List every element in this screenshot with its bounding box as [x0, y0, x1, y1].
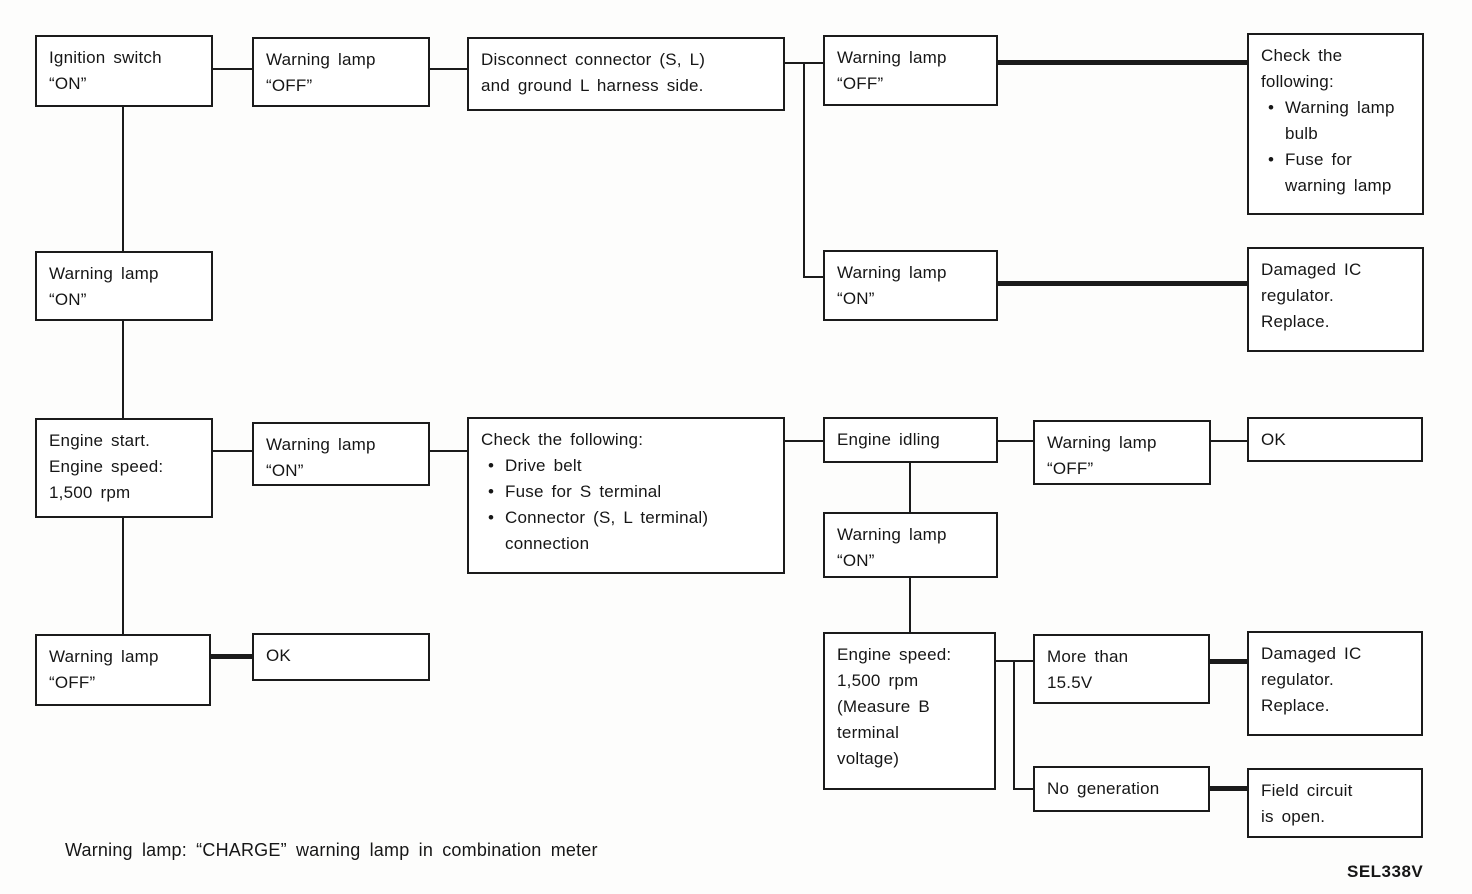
connector-idling-down	[909, 461, 911, 512]
connector-lampoff4-to-ok2	[211, 654, 252, 659]
checklist: Warning lamp bulb Fuse for warning lamp	[1261, 95, 1410, 199]
checklist-title: Check the following:	[1261, 46, 1343, 91]
connector-lampoff-to-disconnect	[430, 68, 467, 70]
connector-lampoff3-to-ok	[1211, 440, 1247, 442]
connector-lampon4-down	[909, 576, 911, 632]
flow-node-ignition-switch-on: Ignition switch“ON”	[35, 35, 213, 107]
connector-morethan-to-damaged2	[1210, 659, 1247, 664]
flow-node-check-warning-lamp: Check the following: Warning lamp bulb F…	[1247, 33, 1424, 215]
checklist-item: Fuse for warning lamp	[1268, 147, 1410, 199]
flow-node-no-generation: No generation	[1033, 766, 1210, 812]
connector-branch-vertical-bottom	[1013, 660, 1015, 790]
connector-branch-to-lampon2	[803, 276, 823, 278]
connector-nogeneration-to-field	[1210, 786, 1247, 791]
connector-lampoff2-to-checklist	[996, 60, 1247, 65]
connector-enginestart-to-lampon3	[213, 450, 252, 452]
connector-ignition-to-lampoff	[213, 68, 252, 70]
checklist: Drive belt Fuse for S terminal Connector…	[481, 453, 771, 557]
connector-branch-to-nogeneration	[1013, 788, 1033, 790]
flow-node-disconnect-connector: Disconnect connector (S, L)and ground L …	[467, 37, 785, 111]
connector-idling-to-lampoff3	[996, 440, 1033, 442]
flow-node-warning-lamp-off-1: Warning lamp“OFF”	[252, 37, 430, 107]
flow-node-warning-lamp-on-3: Warning lamp“ON”	[252, 422, 430, 486]
connector-lampon2-to-damaged	[996, 281, 1247, 286]
flow-node-warning-lamp-off-3: Warning lamp“OFF”	[1033, 420, 1211, 485]
flow-node-warning-lamp-off-2: Warning lamp“OFF”	[823, 35, 998, 106]
flow-node-check-belt: Check the following: Drive belt Fuse for…	[467, 417, 785, 574]
connector-lampon3-to-checkbelt	[430, 450, 467, 452]
checklist-title: Check the following:	[481, 430, 644, 449]
flow-node-engine-idling: Engine idling	[823, 417, 998, 463]
figure-code: SEL338V	[1347, 862, 1424, 881]
checklist-item: Fuse for S terminal	[488, 479, 771, 505]
flow-node-warning-lamp-on-2: Warning lamp“ON”	[823, 250, 998, 321]
flow-node-warning-lamp-on-left: Warning lamp“ON”	[35, 251, 213, 321]
flow-node-warning-lamp-on-4: Warning lamp“ON”	[823, 512, 998, 578]
checklist-item: Warning lamp bulb	[1268, 95, 1410, 147]
flow-node-ok-1: OK	[1247, 417, 1423, 462]
connector-checkbelt-to-idling	[785, 440, 823, 442]
diagram-caption: Warning lamp: “CHARGE” warning lamp in c…	[65, 840, 598, 860]
flow-node-engine-start: Engine start.Engine speed:1,500 rpm	[35, 418, 213, 518]
connector-branch-vertical-top	[803, 62, 805, 278]
checklist-item: Connector (S, L terminal) connection	[488, 505, 771, 557]
flow-node-warning-lamp-off-4: Warning lamp“OFF”	[35, 634, 211, 706]
flow-node-ok-2: OK	[252, 633, 430, 681]
checklist-item: Drive belt	[488, 453, 771, 479]
connector-left-column-vertical	[122, 106, 124, 634]
